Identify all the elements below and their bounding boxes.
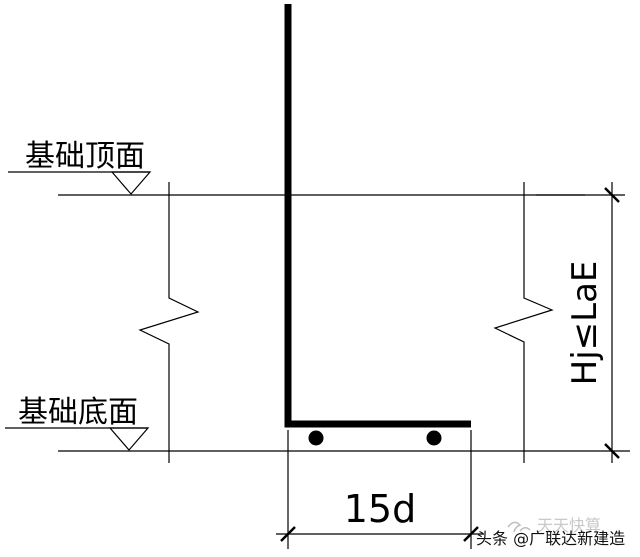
dimension-tick-bottom	[604, 443, 620, 459]
foundation-bottom-marker: 基础底面	[5, 395, 150, 451]
bend-length-dimension: 15d	[276, 430, 484, 549]
swirl-logo-icon	[507, 521, 531, 533]
foundation-top-label: 基础顶面	[25, 139, 145, 174]
watermark-faint-text: 天天快算	[537, 516, 601, 535]
dimension-tick-top	[604, 187, 620, 203]
anchorage-dimension: Hj≤LaE	[536, 182, 625, 463]
level-triangle-top-icon	[110, 171, 152, 195]
foundation-top-marker: 基础顶面	[8, 139, 152, 195]
left-break-line	[138, 182, 200, 463]
dimension-tick-right	[463, 526, 479, 542]
watermark-source-text: 头条 @广联达新建造	[476, 529, 625, 548]
bend-length-label: 15d	[344, 487, 416, 531]
level-triangle-bottom-icon	[108, 427, 150, 451]
anchorage-length-label: Hj≤LaE	[565, 261, 605, 386]
distribution-bar-right	[426, 430, 442, 446]
right-break-line	[493, 182, 554, 463]
distribution-bar-left	[308, 430, 324, 446]
watermark: 天天快算 头条 @广联达新建造	[476, 516, 625, 548]
foundation-bottom-label: 基础底面	[18, 395, 138, 430]
dimension-tick-left	[280, 526, 296, 542]
l-shaped-rebar	[284, 4, 471, 428]
